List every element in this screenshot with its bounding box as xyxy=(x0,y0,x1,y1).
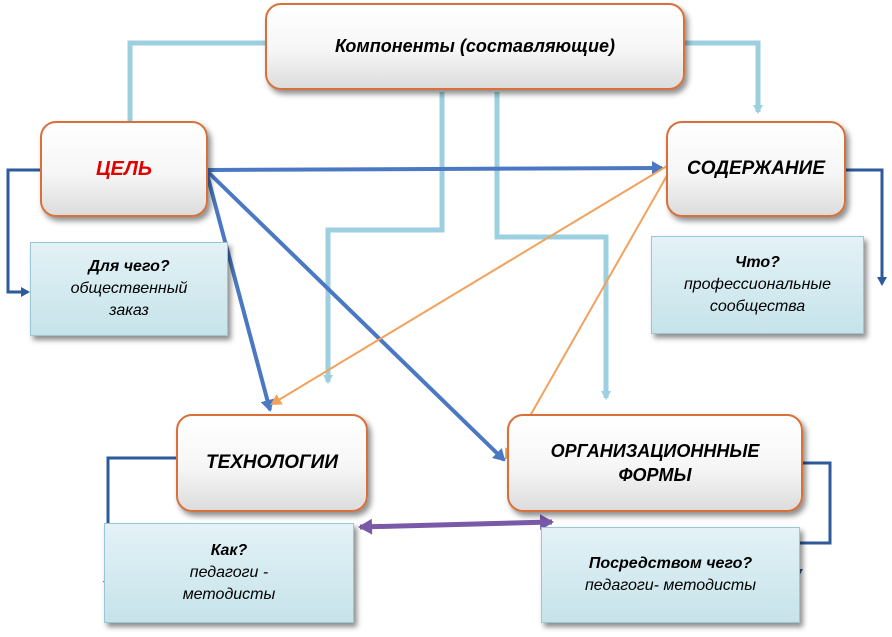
technologies-note-box: Как? педагоги - методисты xyxy=(104,523,354,623)
connector-top-to-goal xyxy=(127,40,265,122)
technologies-note-question: Как? xyxy=(210,542,248,559)
content-note-question: Что? xyxy=(735,254,780,271)
content-label: СОДЕРЖАНИЕ xyxy=(687,158,825,179)
arrow-content-to-note xyxy=(845,168,887,286)
arrow-content-to-technologies xyxy=(270,165,668,406)
connector-top-to-content xyxy=(685,40,763,114)
arrow-technologies-org-forms xyxy=(358,514,554,535)
technologies-note-line1: педагоги - xyxy=(189,564,269,581)
goal-note-line2: заказ xyxy=(109,302,149,319)
arrow-goal-to-note xyxy=(6,168,40,297)
org-forms-box: ОРГАНИЗАЦИОНННЫЕ ФОРМЫ xyxy=(507,414,803,512)
org-forms-label-line2: ФОРМЫ xyxy=(618,465,692,485)
arrow-goal-to-technologies xyxy=(205,173,275,412)
technologies-label: ТЕХНОЛОГИИ xyxy=(205,452,339,473)
goal-label: ЦЕЛЬ xyxy=(95,157,153,180)
goal-note-box: Для чего? общественный заказ xyxy=(30,242,228,336)
arrow-goal-to-content xyxy=(207,161,664,176)
content-box: СОДЕРЖАНИЕ xyxy=(666,121,846,217)
org-forms-note-box: Посредством чего? педагоги- методисты xyxy=(541,527,800,623)
goal-note-question: Для чего? xyxy=(88,258,170,275)
org-forms-label-line1: ОРГАНИЗАЦИОНННЫЕ xyxy=(550,441,760,461)
components-title: Компоненты (составляющие) xyxy=(335,36,615,56)
goal-note-line1: общественный xyxy=(70,280,188,297)
components-box: Компоненты (составляющие) xyxy=(265,3,685,90)
technologies-note-line2: методисты xyxy=(182,586,276,603)
content-note-box: Что? профессиональные сообщества xyxy=(651,236,864,334)
connector-top-to-technologies xyxy=(323,92,445,384)
goal-box: ЦЕЛЬ xyxy=(40,121,208,217)
arrow-goal-to-org-forms xyxy=(206,170,506,462)
arrow-content-to-org-forms xyxy=(505,171,670,460)
technologies-box: ТЕХНОЛОГИИ xyxy=(176,414,368,512)
org-forms-note-question: Посредством чего? xyxy=(588,555,753,572)
connector-top-to-org-forms xyxy=(494,92,611,400)
content-note-line1: профессиональные xyxy=(683,276,832,293)
content-note-line2: сообщества xyxy=(709,298,806,315)
org-forms-note-line1: педагоги- методисты xyxy=(584,577,756,594)
